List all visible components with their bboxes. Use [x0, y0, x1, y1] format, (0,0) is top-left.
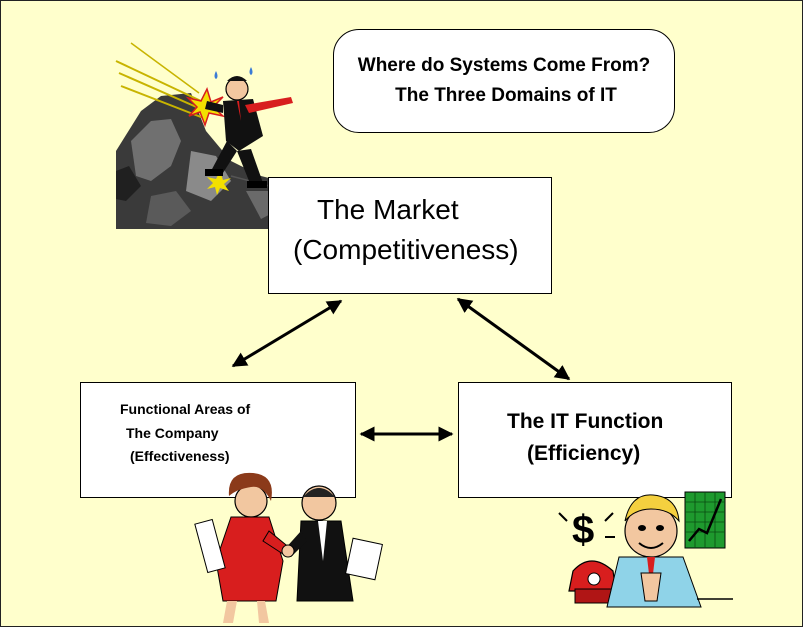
edge-market-it: [456, 297, 571, 381]
it-function-label: The IT Function: [507, 410, 664, 433]
market-box: The Market (Competitiveness): [268, 177, 552, 294]
market-label: The Market: [317, 194, 459, 225]
functional-label-line-3: (Effectiveness): [130, 448, 230, 464]
title-line-1: Where do Systems Come From?: [357, 55, 651, 76]
title-box: Where do Systems Come From? The Three Do…: [333, 29, 675, 133]
title-line-2: The Three Domains of IT: [395, 85, 617, 106]
functional-label-line-2: The Company: [126, 425, 219, 441]
it-function-sublabel: (Efficiency): [527, 442, 641, 465]
it-function-box: The IT Function (Efficiency): [458, 382, 732, 498]
market-sublabel: (Competitiveness): [293, 234, 519, 265]
edge-market-functional: [231, 299, 343, 368]
functional-label-line-1: Functional Areas of: [120, 401, 251, 417]
functional-areas-box: Functional Areas of The Company (Effecti…: [80, 382, 356, 498]
